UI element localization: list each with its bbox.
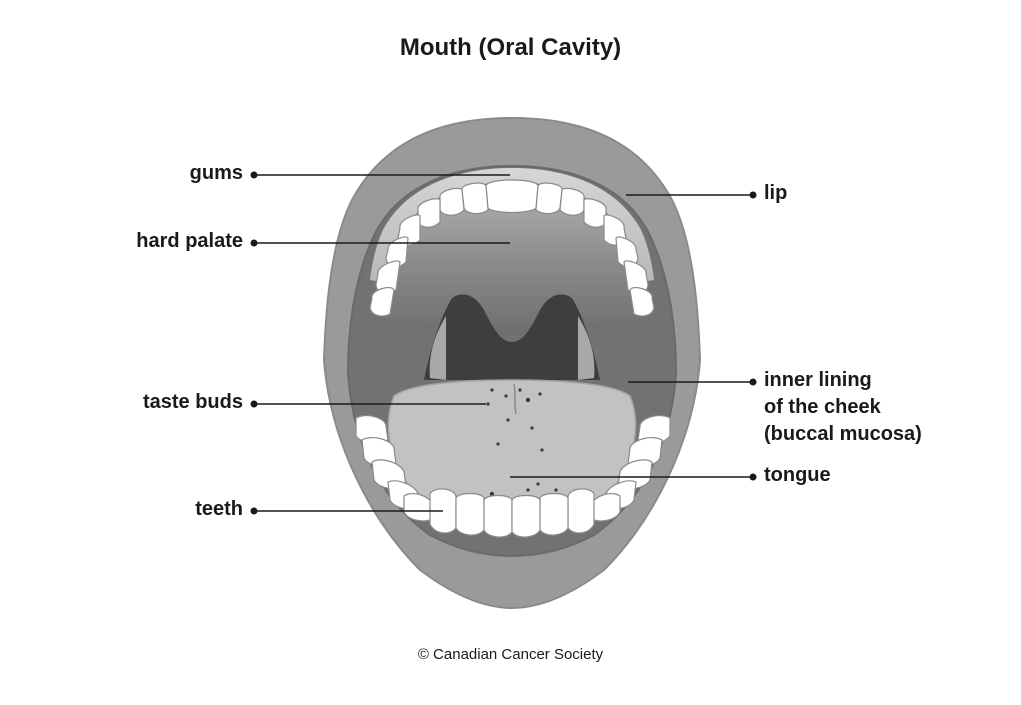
label-hard-palate: hard palate <box>136 230 243 252</box>
label-gums: gums <box>189 162 243 184</box>
left-tonsil <box>429 316 446 380</box>
upper-teeth <box>369 179 655 317</box>
label-tongue: tongue <box>764 464 831 486</box>
taste-bud-dots <box>486 388 558 497</box>
diagram-title: Mouth (Oral Cavity) <box>399 34 622 61</box>
label-inner-lining-line-3: (buccal mucosa) <box>764 423 922 445</box>
label-inner-lining-line-1: inner lining <box>764 369 872 391</box>
leader-lines <box>250 171 757 515</box>
right-tonsil <box>578 316 595 380</box>
label-lip: lip <box>764 182 788 204</box>
copyright-notice: © Canadian Cancer Society <box>417 646 604 663</box>
hard-palate-shape <box>386 186 638 336</box>
label-inner-lining-line-2: of the cheek <box>764 396 881 418</box>
tongue-midline <box>513 383 517 415</box>
label-inner-lining: inner lining of the cheek (buccal mucosa… <box>764 367 922 448</box>
throat-opening <box>424 294 600 380</box>
label-teeth: teeth <box>195 498 243 520</box>
lower-teeth <box>355 414 671 538</box>
label-taste-buds: taste buds <box>142 391 243 413</box>
